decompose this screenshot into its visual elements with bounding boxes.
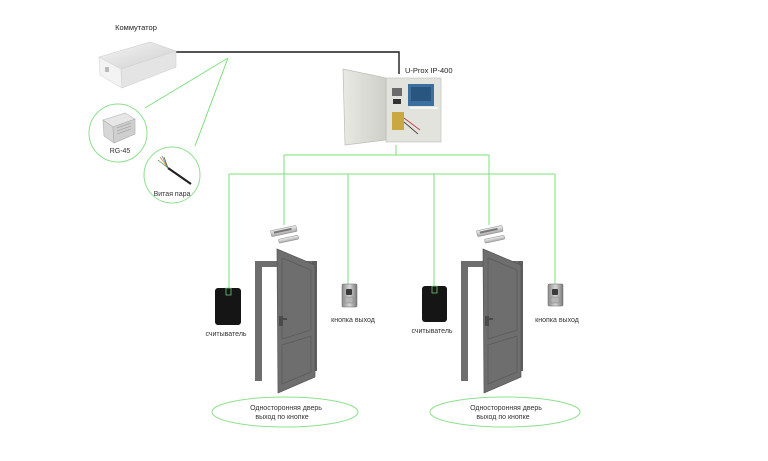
door-icon (255, 248, 317, 394)
door-icon (461, 248, 523, 394)
exit-button-label: кнопка выход (331, 317, 375, 324)
door-caption-2: Односторонняя дверь выход по кнопке (429, 396, 581, 428)
controller-label: U-Prox IP-400 (405, 66, 453, 75)
card-reader-2[interactable]: считыватель (411, 285, 453, 335)
card-reader-icon (422, 286, 447, 322)
exit-button-icon (341, 283, 358, 308)
caption-line-2: выход по кнопке (476, 414, 529, 421)
door-unit-2: считыватель кнопка выход Односторонняя д… (411, 225, 581, 428)
network-wires (144, 51, 400, 147)
card-reader-icon (215, 288, 241, 325)
controller-cabinet-icon (342, 68, 442, 146)
cable-label: Витая пара (154, 191, 191, 198)
connector-callout: RG-45 (88, 103, 148, 163)
rj45-connector-icon (102, 112, 136, 144)
controller-wires (228, 145, 556, 290)
wire-lock-bus (283, 154, 490, 225)
callout-line-connector (144, 57, 229, 109)
switch-label: Коммутатор (115, 23, 157, 32)
caption-line-2: выход по кнопке (255, 414, 308, 421)
cable-callout: Витая пара (143, 146, 201, 204)
caption-line-1: Односторонняя дверь (470, 405, 542, 412)
connector-label: RG-45 (110, 148, 131, 155)
switch-icon (98, 41, 177, 89)
caption-line-1: Односторонняя дверь (250, 405, 322, 412)
controller-panel[interactable]: U-Prox IP-400 (342, 66, 453, 146)
callout-line-cable (194, 57, 229, 147)
exit-button-icon (547, 283, 564, 307)
reader-label: считыватель (205, 331, 246, 338)
network-switch[interactable]: Коммутатор (98, 23, 177, 89)
magnetic-lock-icon (476, 225, 505, 244)
twisted-pair-icon (157, 155, 192, 185)
exit-button-1[interactable]: кнопка выход (331, 283, 375, 324)
exit-button-2[interactable]: кнопка выход (535, 283, 579, 324)
ethernet-line (174, 51, 400, 74)
magnetic-lock-icon (270, 225, 299, 244)
door-caption-1: Односторонняя дверь выход по кнопке (211, 396, 359, 428)
reader-label: считыватель (411, 328, 452, 335)
exit-button-label: кнопка выход (535, 317, 579, 324)
card-reader-1[interactable]: считыватель (205, 287, 247, 338)
door-unit-1: считыватель кнопка выход Односторонняя д… (205, 225, 375, 428)
